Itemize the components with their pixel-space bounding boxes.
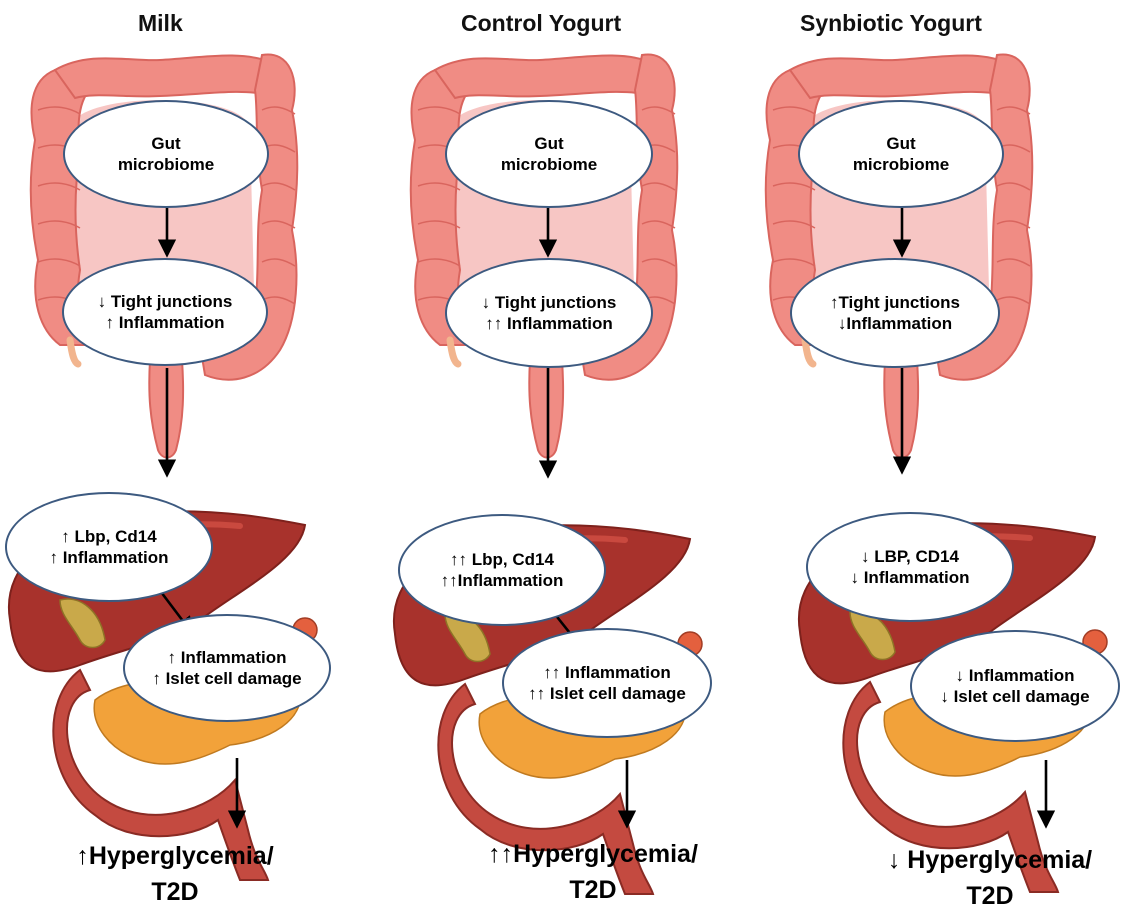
appendix <box>801 336 817 368</box>
oval-line: microbiome <box>852 155 950 174</box>
gallbladder <box>59 598 106 649</box>
outcome-line: T2D <box>569 876 617 904</box>
haustra-line <box>996 296 1031 305</box>
oval-line: microbiome <box>500 155 598 174</box>
outcome-line: T2D <box>966 882 1014 910</box>
haustra-line <box>417 258 461 267</box>
transverse-colon <box>788 54 1007 100</box>
oval-line: ↑ Islet cell damage <box>152 669 302 688</box>
transverse-colon <box>433 54 652 100</box>
haustra-line <box>417 220 461 229</box>
barrier-oval: ↓ Tight junctions ↑↑ Inflammation <box>445 258 653 368</box>
haustra-line <box>772 106 816 115</box>
appendix <box>66 336 82 368</box>
liver-oval: ↓ LBP, CD14 ↓ Inflammation <box>806 512 1014 622</box>
barrier-oval: ↓ Tight junctions ↑ Inflammation <box>62 258 268 366</box>
haustra-line <box>37 258 81 267</box>
haustra-line <box>417 106 461 115</box>
column-title-milk: Milk <box>138 10 183 36</box>
haustra-line <box>641 106 676 115</box>
liver-oval: ↑↑ Lbp, Cd14 ↑↑Inflammation <box>398 514 606 626</box>
outcome-line: ↑Hyperglycemia/ <box>76 842 274 870</box>
oval-line: ↑↑ Lbp, Cd14 <box>450 550 554 569</box>
oval-line: microbiome <box>117 155 215 174</box>
haustra-line <box>37 182 81 191</box>
haustra-line <box>417 182 461 191</box>
haustra-line <box>37 106 81 115</box>
column-title-synbiotic-yogurt: Synbiotic Yogurt <box>800 10 982 36</box>
outcome-label: ↑↑Hyperglycemia/ T2D <box>455 836 731 908</box>
oval-line: ↓ Islet cell damage <box>940 687 1090 706</box>
descending-colon <box>578 53 679 381</box>
pancreas-oval: ↑↑ Inflammation ↑↑ Islet cell damage <box>502 628 712 738</box>
pancreas-oval: ↓ Inflammation ↓ Islet cell damage <box>910 630 1120 742</box>
haustra-line <box>996 182 1031 191</box>
haustra-line <box>996 258 1031 267</box>
oval-line: ↑ Inflammation <box>49 548 169 567</box>
oval-line: ↓ Inflammation <box>850 568 970 587</box>
haustra-line <box>641 220 676 229</box>
pancreas-oval: ↑ Inflammation ↑ Islet cell damage <box>123 614 331 722</box>
oval-line: Gut <box>534 134 564 153</box>
haustra-line <box>641 182 676 191</box>
oval-line: Gut <box>151 134 181 153</box>
haustra-line <box>772 182 816 191</box>
oval-line: ↑↑Inflammation <box>440 571 564 590</box>
oval-line: ↓ Tight junctions <box>481 293 617 312</box>
oval-line: ↑↑ Inflammation <box>543 663 671 682</box>
oval-line: ↑↑ Inflammation <box>485 314 613 333</box>
oval-line: ↑ Inflammation <box>105 313 225 332</box>
oval-line: ↓ Tight junctions <box>97 292 233 311</box>
transverse-colon <box>53 54 272 100</box>
duodenum <box>842 680 1060 893</box>
oval-line: ↑Tight junctions <box>829 293 960 312</box>
gut-microbiome-oval: Gut microbiome <box>63 100 269 208</box>
descending-colon <box>198 53 299 381</box>
duodenum <box>437 682 655 895</box>
oval-line: ↑ Lbp, Cd14 <box>61 527 157 546</box>
outcome-line: ↓ Hyperglycemia/ <box>887 846 1093 874</box>
haustra-line <box>772 220 816 229</box>
oval-line: ↑↑ Islet cell damage <box>528 684 686 703</box>
oval-line: Gut <box>886 134 916 153</box>
outcome-label: ↑Hyperglycemia/ T2D <box>40 838 310 910</box>
liver-oval: ↑ Lbp, Cd14 ↑ Inflammation <box>5 492 213 602</box>
outcome-line: T2D <box>151 878 199 906</box>
oval-line: ↓ Inflammation <box>955 666 1075 685</box>
haustra-line <box>37 220 81 229</box>
haustra-line <box>996 220 1031 229</box>
appendix <box>446 336 462 368</box>
oval-line: ↓Inflammation <box>837 314 953 333</box>
haustra-line <box>641 258 676 267</box>
oval-line: ↓ LBP, CD14 <box>861 547 959 566</box>
haustra-line <box>261 258 296 267</box>
outcome-label: ↓ Hyperglycemia/ T2D <box>860 842 1120 914</box>
gut-microbiome-oval: Gut microbiome <box>798 100 1004 208</box>
haustra-line <box>261 220 296 229</box>
haustra-line <box>772 258 816 267</box>
barrier-oval: ↑Tight junctions ↓Inflammation <box>790 258 1000 368</box>
haustra-line <box>261 182 296 191</box>
rectum <box>528 359 565 459</box>
haustra-line <box>261 106 296 115</box>
haustra-line <box>996 106 1031 115</box>
gut-microbiome-oval: Gut microbiome <box>445 100 653 208</box>
oval-line: ↑ Inflammation <box>167 648 287 667</box>
duodenum <box>52 668 270 881</box>
outcome-line: ↑↑Hyperglycemia/ <box>488 840 698 868</box>
descending-colon <box>933 53 1034 381</box>
column-title-control-yogurt: Control Yogurt <box>461 10 622 36</box>
